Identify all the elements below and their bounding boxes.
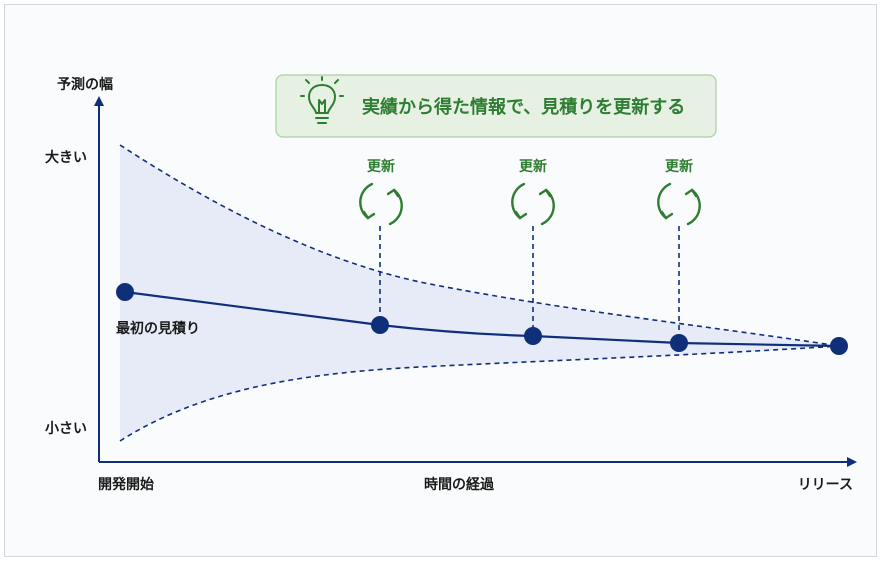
estimate-point-initial: [116, 283, 134, 301]
refresh-icon: [657, 182, 701, 226]
x-axis-middle-label: 時間の経過: [424, 476, 495, 493]
x-axis-end-label: リリース: [798, 477, 853, 493]
refresh-icon: [511, 182, 555, 226]
y-axis-title: 予測の幅: [57, 76, 113, 93]
update-indicator-3: 更新: [657, 158, 701, 226]
initial-estimate-label: 最初の見積り: [116, 320, 200, 337]
uncertainty-band: [120, 145, 839, 441]
update-label-2: 更新: [519, 158, 547, 175]
y-axis-high-label: 大きい: [45, 149, 87, 166]
estimate-point-3: [670, 334, 688, 352]
banner-text: 実績から得た情報で、見積りを更新する: [362, 96, 685, 118]
x-axis-start-label: 開発開始: [98, 476, 154, 493]
estimate-point-release: [830, 337, 848, 355]
insight-banner: 実績から得た情報で、見積りを更新する: [275, 74, 717, 138]
refresh-icon: [359, 182, 403, 226]
update-indicator-2: 更新: [511, 158, 555, 226]
update-indicator-1: 更新: [359, 158, 403, 226]
lightbulb-icon: [300, 76, 344, 124]
estimate-point-1: [371, 316, 389, 334]
update-label-1: 更新: [367, 158, 395, 175]
update-label-3: 更新: [665, 158, 693, 175]
estimate-point-2: [524, 327, 542, 345]
y-axis-low-label: 小さい: [45, 421, 87, 437]
